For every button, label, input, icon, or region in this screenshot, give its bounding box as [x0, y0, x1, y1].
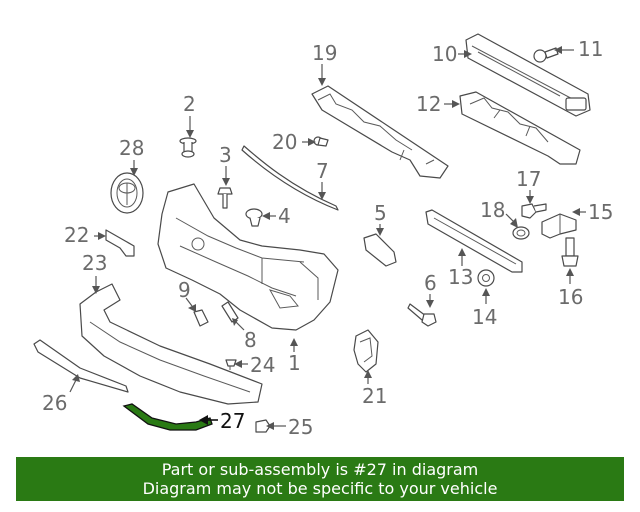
- callout-21: 21: [362, 384, 387, 408]
- callout-19: 19: [312, 41, 337, 65]
- part-25-nut[interactable]: [255, 419, 271, 433]
- part-3-bolt[interactable]: [217, 187, 233, 209]
- callout-11: 11: [578, 37, 603, 61]
- callout-5: 5: [374, 201, 387, 225]
- part-2-screw[interactable]: [179, 137, 197, 158]
- callout-10: 10: [432, 42, 457, 66]
- part-17-nut[interactable]: [521, 203, 547, 219]
- callout-18: 18: [480, 198, 505, 222]
- callout-25: 25: [288, 415, 313, 439]
- part-12-absorber[interactable]: [459, 91, 581, 165]
- part-10-reinforcement[interactable]: [465, 33, 591, 117]
- part-26-strip[interactable]: [33, 339, 129, 393]
- callout-26: 26: [42, 391, 67, 415]
- part-27-molding[interactable]: [122, 403, 213, 431]
- callout-24: 24: [250, 353, 275, 377]
- part-18-grommet[interactable]: [512, 226, 530, 240]
- callout-22: 22: [64, 223, 89, 247]
- parts-diagram: 19 10 11 12 2 20 28 3 7 17 18 15 4 5 22 …: [33, 33, 613, 439]
- banner-line-2: Diagram may not be specific to your vehi…: [142, 479, 498, 498]
- part-4-clip[interactable]: [245, 208, 263, 227]
- part-21-bracket[interactable]: [353, 329, 379, 373]
- callout-9: 9: [178, 278, 191, 302]
- part-22-bracket[interactable]: [105, 229, 135, 257]
- part-23-spoiler[interactable]: [79, 283, 263, 405]
- part-15-bracket[interactable]: [541, 213, 577, 239]
- callout-23: 23: [82, 251, 107, 275]
- part-20-clip[interactable]: [313, 136, 329, 147]
- part-13-strip[interactable]: [425, 209, 523, 273]
- part-11-bolt[interactable]: [533, 47, 559, 63]
- callout-16: 16: [558, 285, 583, 309]
- callout-15: 15: [588, 200, 613, 224]
- info-banner: Part or sub-assembly is #27 in diagram D…: [16, 457, 624, 501]
- callout-28: 28: [119, 136, 144, 160]
- callout-14: 14: [472, 305, 497, 329]
- callout-6: 6: [424, 271, 437, 295]
- callout-8: 8: [244, 328, 257, 352]
- part-9-clip[interactable]: [193, 309, 209, 327]
- part-1-bumper-cover[interactable]: [157, 183, 339, 331]
- callout-13: 13: [448, 265, 473, 289]
- callout-3: 3: [219, 143, 232, 167]
- part-14-nut[interactable]: [477, 269, 495, 287]
- part-5-sensor[interactable]: [363, 233, 397, 267]
- callout-1: 1: [288, 351, 301, 375]
- banner-line-1: Part or sub-assembly is #27 in diagram: [161, 460, 479, 479]
- leader-lines: [69, 46, 586, 430]
- callout-2: 2: [183, 92, 196, 116]
- part-7-molding[interactable]: [241, 145, 339, 211]
- callout-7: 7: [316, 159, 329, 183]
- part-19-retainer[interactable]: [311, 85, 449, 179]
- callout-27: 27: [220, 409, 245, 433]
- callout-17: 17: [516, 167, 541, 191]
- part-8-clip[interactable]: [221, 301, 239, 323]
- callout-4: 4: [278, 204, 291, 228]
- part-16-bolt[interactable]: [561, 237, 579, 267]
- callout-12: 12: [416, 92, 441, 116]
- part-28-emblem[interactable]: [110, 172, 144, 214]
- callout-20: 20: [272, 130, 297, 154]
- part-24-clip[interactable]: [225, 359, 237, 370]
- part-6-bolt[interactable]: [407, 303, 437, 327]
- callout-labels: 19 10 11 12 2 20 28 3 7 17 18 15 4 5 22 …: [42, 37, 613, 439]
